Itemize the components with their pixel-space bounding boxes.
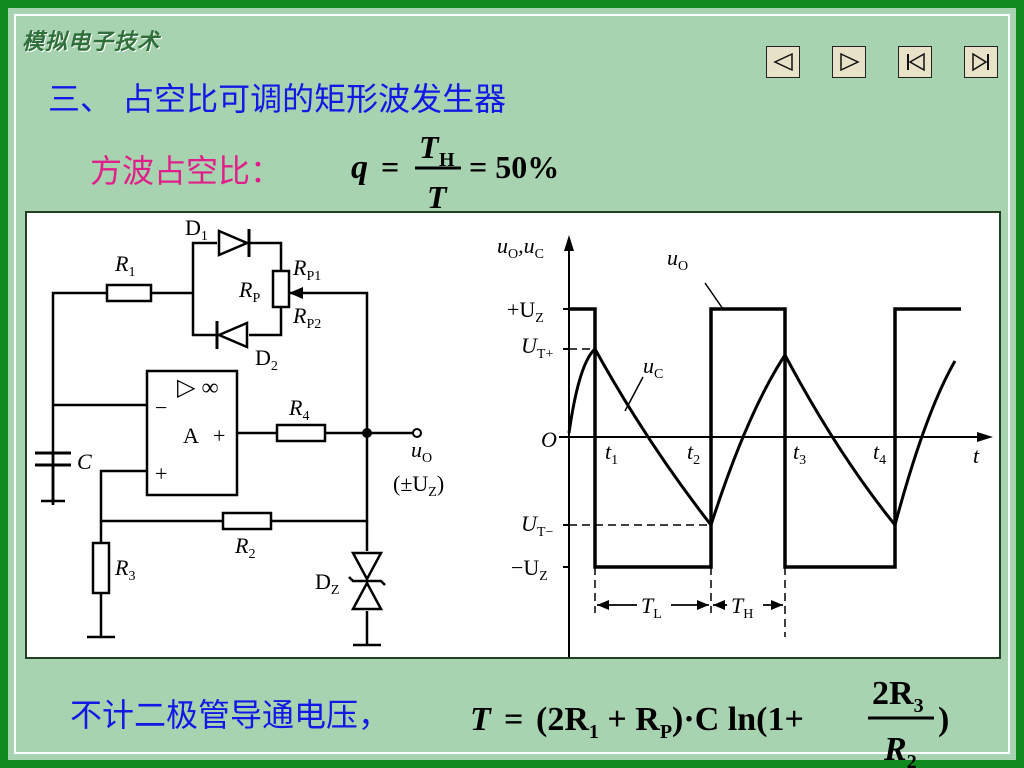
output-node-dot <box>362 428 372 438</box>
plus-UZ-label: +UZ <box>507 297 544 326</box>
D1-diode <box>217 229 251 257</box>
TH-label: TH <box>731 593 753 622</box>
R4-resistor <box>275 423 327 443</box>
circuit-wires <box>41 241 413 647</box>
label-R4: R4 <box>288 395 309 424</box>
UT-minus-label: UT− <box>521 511 553 540</box>
label-RP2: RP2 <box>292 303 321 332</box>
x-axis-label: t <box>973 443 980 468</box>
label-uO: uO <box>411 437 432 466</box>
t4-label: t4 <box>873 439 886 468</box>
label-RP: RP <box>238 277 260 306</box>
formula-frac-den: R2 <box>883 731 917 768</box>
label-DZ: DZ <box>315 569 339 598</box>
R3-resistor <box>91 541 111 595</box>
section-title: 三、 占空比可调的矩形波发生器 <box>48 80 507 118</box>
formula-num-sub: H <box>439 149 455 171</box>
D2-diode <box>215 321 249 349</box>
next-slide-button[interactable] <box>832 46 866 78</box>
output-terminal <box>412 428 422 438</box>
RP-potentiometer <box>271 269 303 309</box>
uC-exponential-wave <box>567 346 957 529</box>
uO-leader <box>704 282 724 310</box>
uO-square-wave <box>569 307 961 569</box>
skip-to-start-icon <box>907 52 925 72</box>
circuit-labels: D1 D2 R1 RP RP1 RP2 R4 R2 R3 C DZ ▷ ∞ A … <box>77 215 444 598</box>
course-title: 模拟电子技术 <box>22 29 161 55</box>
uC-curve-label: uC <box>643 353 663 382</box>
formula-num: T <box>419 129 440 165</box>
minus-UZ-label: −UZ <box>511 555 548 584</box>
period-formula: T = (2R1 + RP)·C ln(1+ 2R3 R2 ) <box>470 675 949 768</box>
duty-cycle-formula: q = T H T = 50% <box>351 129 559 212</box>
waveform-graph: uO,uC t O uO uC +UZ UT+ UT− −UZ t1 t2 t3… <box>497 233 993 657</box>
bottom-label: 不计二极管导通电压， <box>70 696 391 734</box>
formula-frac-num: 2R3 <box>872 675 924 717</box>
formula-result: = 50% <box>469 149 559 185</box>
formula-den: T <box>427 179 448 212</box>
formula-eq-sign: = <box>504 701 523 738</box>
first-slide-button[interactable] <box>898 46 932 78</box>
skip-to-end-icon <box>972 52 989 72</box>
t2-label: t2 <box>687 439 700 468</box>
t1-label: t1 <box>605 439 618 468</box>
label-C: C <box>77 449 92 474</box>
circuit-and-waveform: D1 D2 R1 RP RP1 RP2 R4 R2 R3 C DZ ▷ ∞ A … <box>35 215 993 657</box>
R1-resistor <box>105 283 153 303</box>
opamp-output-plus: + <box>213 423 225 448</box>
formula-eq: = <box>381 149 399 185</box>
label-RP1: RP1 <box>292 255 321 284</box>
y-axis-arrow <box>564 235 574 251</box>
formula-T: T <box>470 701 492 738</box>
previous-slide-button[interactable] <box>766 46 800 78</box>
opamp-minus: − <box>155 395 167 420</box>
formula-body: (2R1 + RP)·C ln(1+ <box>536 701 804 743</box>
label-R3: R3 <box>114 555 135 584</box>
label-D1: D1 <box>185 215 208 244</box>
opamp-symbol: ▷ ∞ <box>177 375 219 401</box>
y-ticks <box>563 308 569 568</box>
opamp-A: A <box>183 423 199 448</box>
x-axis-arrow <box>977 432 993 442</box>
R2-resistor <box>221 511 273 531</box>
formula-q: q <box>351 149 368 186</box>
y-axis-label: uO,uC <box>497 233 544 262</box>
DZ-zener-diode <box>348 551 386 611</box>
label-R2: R2 <box>234 533 255 562</box>
capacitor-C <box>35 451 71 501</box>
UT-plus-label: UT+ <box>521 333 553 362</box>
period-arrowheads <box>597 600 783 610</box>
TL-label: TL <box>641 593 662 622</box>
formula-close: ) <box>938 701 949 738</box>
opamp-plus: + <box>155 461 167 486</box>
waveform-labels: uO,uC t O uO uC +UZ UT+ UT− −UZ t1 t2 t3… <box>497 233 980 622</box>
uO-curve-label: uO <box>667 245 688 274</box>
diagram-panel: D1 D2 R1 RP RP1 RP2 R4 R2 R3 C DZ ▷ ∞ A … <box>25 211 1001 659</box>
t3-label: t3 <box>793 439 806 468</box>
last-slide-button[interactable] <box>964 46 998 78</box>
reference-dashes <box>569 348 786 637</box>
triangle-right-icon <box>840 52 860 72</box>
origin-label: O <box>541 427 557 452</box>
label-R1: R1 <box>114 251 135 280</box>
duty-cycle-label: 方波占空比： <box>90 152 283 190</box>
label-D2: D2 <box>255 345 278 374</box>
uC-leader <box>624 376 644 412</box>
label-uO-range: (±UZ) <box>393 471 444 500</box>
triangle-left-icon <box>773 52 793 72</box>
